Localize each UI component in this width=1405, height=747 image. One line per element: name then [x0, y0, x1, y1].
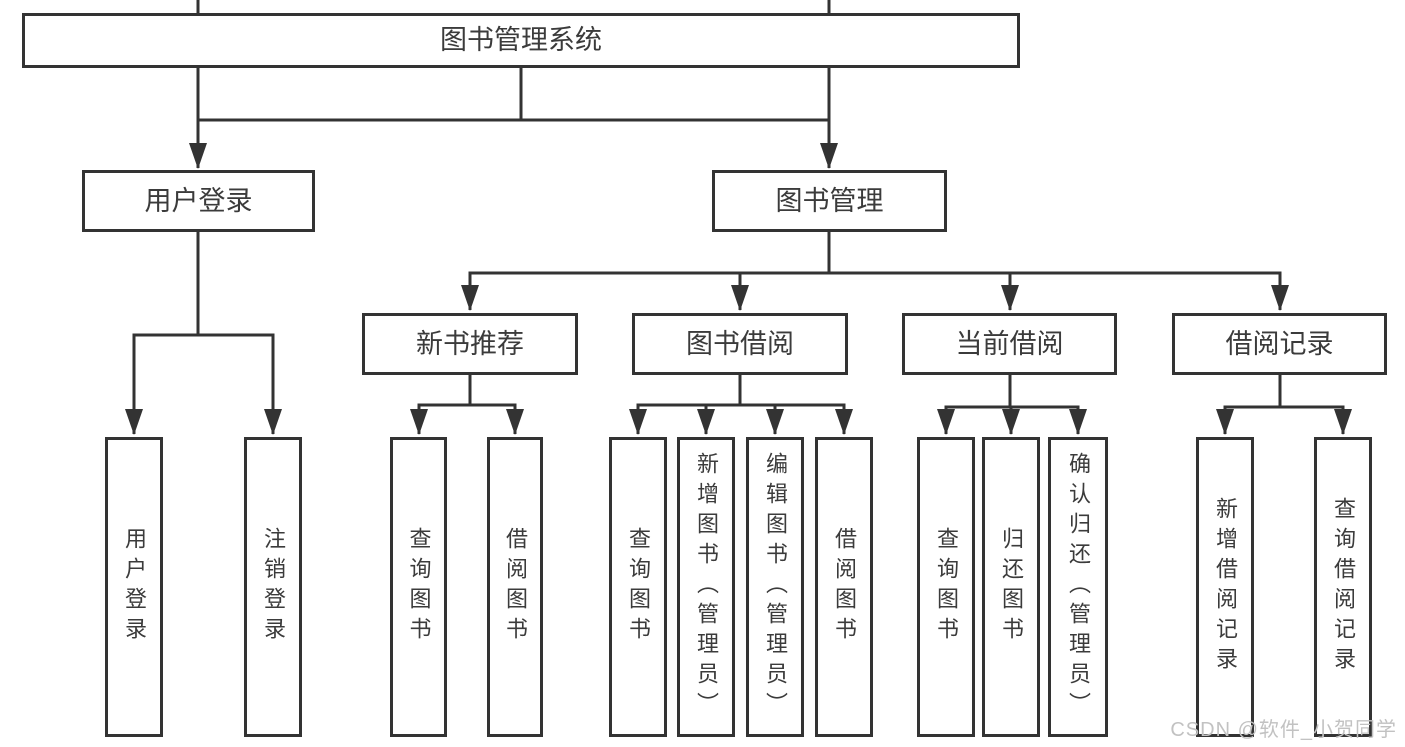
node-book-borrowing: 图书借阅: [632, 313, 848, 375]
connector-current-borrowing-children: [937, 375, 1087, 435]
csdn-watermark: CSDN @软件_小贺同学: [1170, 719, 1397, 741]
leaf-logout: 注销登录: [244, 437, 302, 737]
leaf-query-books-current: 查询图书: [917, 437, 975, 737]
node-user-login: 用户登录: [82, 170, 315, 232]
leaf-add-borrow-record: 新增借阅记录: [1196, 437, 1254, 737]
leaf-borrow-books-recommend: 借阅图书: [487, 437, 543, 737]
leaf-query-borrow-record: 查询借阅记录: [1314, 437, 1372, 737]
node-library-management-system: 图书管理系统: [22, 13, 1020, 68]
connector-root-to-level2: [189, 0, 838, 169]
leaf-return-books: 归还图书: [982, 437, 1040, 737]
leaf-user-login: 用户登录: [105, 437, 163, 737]
node-book-management: 图书管理: [712, 170, 947, 232]
leaf-confirm-return-admin: 确认归还（管理员）: [1048, 437, 1108, 737]
leaf-query-books-borrowing: 查询图书: [609, 437, 667, 737]
node-new-book-recommend: 新书推荐: [362, 313, 578, 375]
leaf-edit-books-admin: 编辑图书（管理员）: [746, 437, 804, 737]
leaf-add-books-admin: 新增图书（管理员）: [677, 437, 735, 737]
node-borrowing-records: 借阅记录: [1172, 313, 1387, 375]
leaf-borrow-books-borrowing: 借阅图书: [815, 437, 873, 737]
connector-user-login-children: [125, 232, 282, 435]
leaf-query-books-recommend: 查询图书: [390, 437, 447, 737]
connector-book-borrowing-children: [629, 375, 853, 435]
connector-new-book-recommend-children: [410, 375, 524, 435]
connector-book-management-children: [461, 232, 1289, 311]
connector-borrowing-records-children: [1216, 375, 1352, 435]
node-current-borrowing: 当前借阅: [902, 313, 1117, 375]
